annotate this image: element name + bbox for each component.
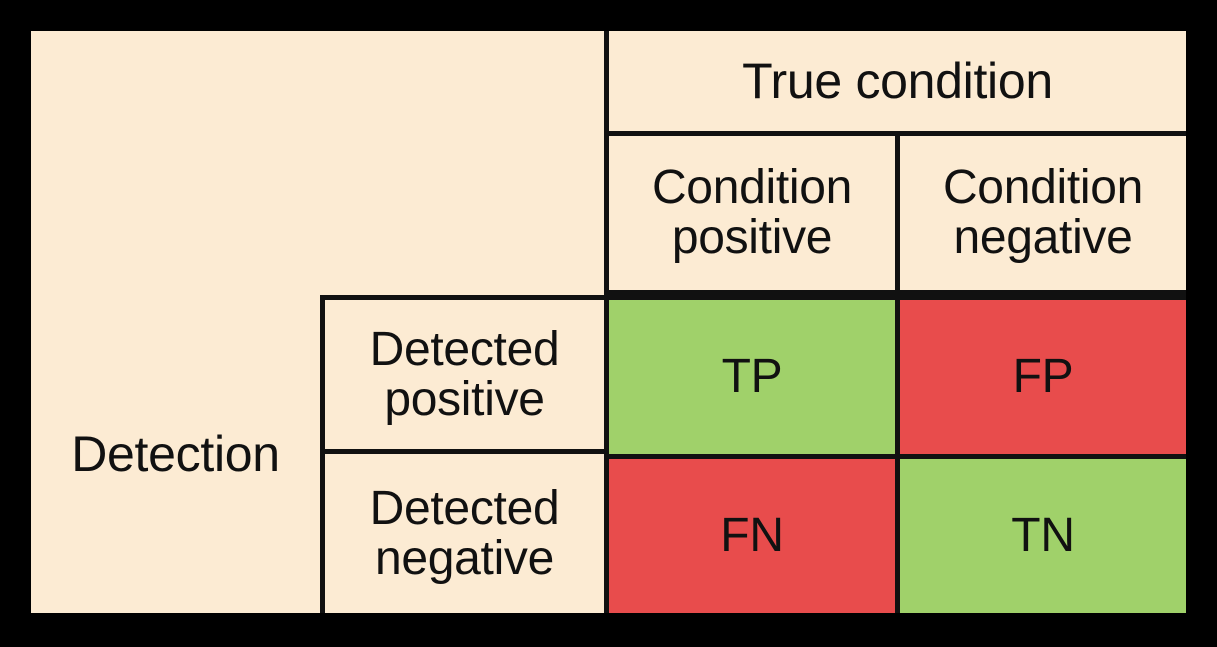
- row-header-detected-positive: Detected positive: [320, 295, 604, 454]
- matrix-cell-false-negative: FN: [604, 454, 895, 613]
- detection-axis-title: Detection: [71, 426, 280, 482]
- row-header-detected-negative: Detected negative: [320, 454, 604, 613]
- true-condition-axis-title: True condition: [604, 31, 1186, 136]
- column-header-condition-positive: Condition positive: [604, 136, 895, 295]
- matrix-panel: True condition Condition positive Condit…: [31, 31, 1186, 613]
- matrix-cell-false-positive: FP: [895, 295, 1186, 454]
- column-header-condition-negative: Condition negative: [895, 136, 1186, 295]
- matrix-cell-true-positive: TP: [604, 295, 895, 454]
- matrix-cell-true-negative: TN: [895, 454, 1186, 613]
